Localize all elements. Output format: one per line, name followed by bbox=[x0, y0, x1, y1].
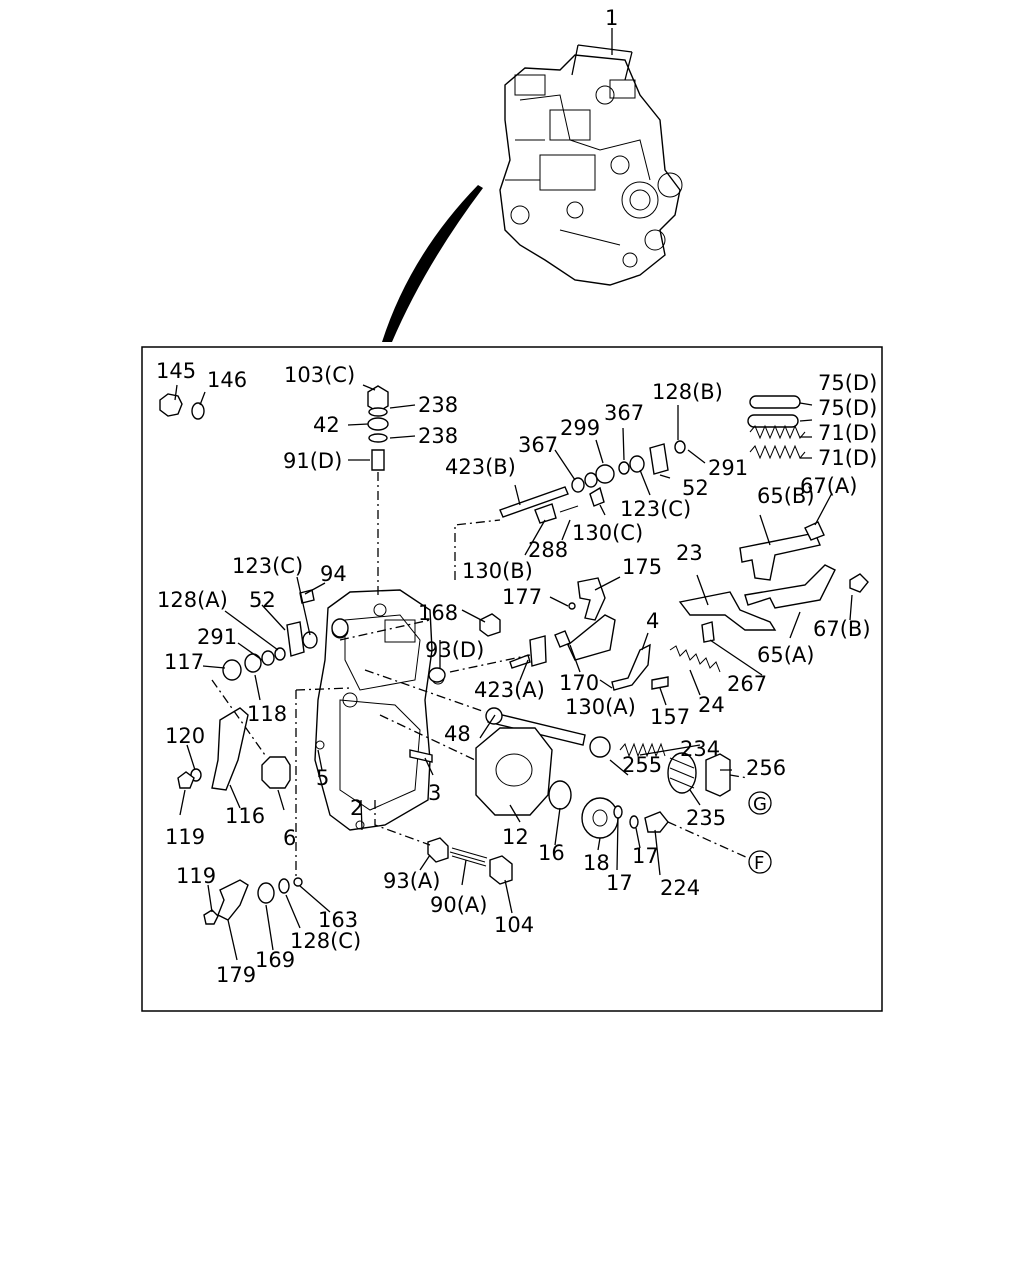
callout: 423(B) bbox=[445, 455, 516, 479]
callout: 71(D) bbox=[818, 421, 877, 445]
ref-marker-f bbox=[748, 850, 772, 874]
callout: 94 bbox=[320, 562, 347, 586]
zoom-arrow bbox=[382, 185, 483, 342]
callout: 17 bbox=[632, 844, 659, 868]
callout: 90(A) bbox=[430, 893, 487, 917]
callout: 18 bbox=[583, 851, 610, 875]
callout: 299 bbox=[560, 416, 600, 440]
callout: 75(D) bbox=[818, 371, 877, 395]
callout: 145 bbox=[156, 359, 196, 383]
callout-labels: 1 145 146 103(C) 238 42 238 91(D) 423(B)… bbox=[156, 6, 877, 987]
callout: 67(A) bbox=[800, 474, 857, 498]
callout: 4 bbox=[646, 609, 659, 633]
callout: 256 bbox=[746, 756, 786, 780]
callout: 255 bbox=[622, 753, 662, 777]
callout: 23 bbox=[676, 541, 703, 565]
callout: 119 bbox=[176, 864, 216, 888]
callout: 288 bbox=[528, 538, 568, 562]
callout: 128(B) bbox=[652, 380, 723, 404]
callout: 175 bbox=[622, 555, 662, 579]
callout: 177 bbox=[502, 585, 542, 609]
callout: 169 bbox=[255, 948, 295, 972]
callout: 52 bbox=[682, 476, 709, 500]
callout: 52 bbox=[249, 588, 276, 612]
callout: 93(D) bbox=[425, 638, 484, 662]
ref-marker-g-label: G bbox=[753, 794, 767, 815]
callout: 104 bbox=[494, 913, 534, 937]
callout: 75(D) bbox=[818, 396, 877, 420]
callout: 291 bbox=[708, 456, 748, 480]
callout: 130(C) bbox=[572, 521, 643, 545]
leader-lines bbox=[174, 384, 853, 961]
callout: 6 bbox=[283, 826, 296, 850]
callout: 423(A) bbox=[474, 678, 545, 702]
callout: 291 bbox=[197, 625, 237, 649]
callout: 224 bbox=[660, 876, 700, 900]
callout: 238 bbox=[418, 424, 458, 448]
callout: 67(B) bbox=[813, 617, 871, 641]
callout: 179 bbox=[216, 963, 256, 987]
callout: 42 bbox=[313, 413, 340, 437]
callout: 93(A) bbox=[383, 869, 440, 893]
callout: 118 bbox=[247, 702, 287, 726]
callout: 146 bbox=[207, 368, 247, 392]
reference-markers: G F bbox=[748, 791, 772, 874]
callout: 168 bbox=[418, 601, 458, 625]
callout: 16 bbox=[538, 841, 565, 865]
callout: 3 bbox=[428, 781, 441, 805]
callout: 367 bbox=[604, 401, 644, 425]
callout: 65(B) bbox=[757, 484, 815, 508]
ref-marker-g bbox=[748, 791, 772, 815]
callout: 119 bbox=[165, 825, 205, 849]
callout: 71(D) bbox=[818, 446, 877, 470]
callout: 2 bbox=[350, 796, 363, 820]
callout: 128(C) bbox=[290, 929, 361, 953]
callout: 267 bbox=[727, 672, 767, 696]
callout: 170 bbox=[559, 671, 599, 695]
callout: 116 bbox=[225, 804, 265, 828]
callout: 157 bbox=[650, 705, 690, 729]
governor-housing bbox=[314, 589, 445, 831]
callout: 235 bbox=[686, 806, 726, 830]
callout: 5 bbox=[316, 766, 329, 790]
callout: 123(C) bbox=[232, 554, 303, 578]
callout: 367 bbox=[518, 433, 558, 457]
callout: 128(A) bbox=[157, 588, 228, 612]
pump-assembly-overview bbox=[499, 54, 683, 286]
callout: 12 bbox=[502, 825, 529, 849]
callout: 130(B) bbox=[462, 559, 533, 583]
detail-frame bbox=[141, 346, 883, 1012]
callout: 24 bbox=[698, 693, 725, 717]
callout: 234 bbox=[680, 737, 720, 761]
ref-marker-f-label: F bbox=[754, 853, 764, 874]
callout: 17 bbox=[606, 871, 633, 895]
callout: 65(A) bbox=[757, 643, 814, 667]
callout: 48 bbox=[444, 722, 471, 746]
callout: 103(C) bbox=[284, 363, 355, 387]
centerlines bbox=[211, 472, 749, 880]
callout: 238 bbox=[418, 393, 458, 417]
callout: 117 bbox=[164, 650, 204, 674]
callout: 120 bbox=[165, 724, 205, 748]
callout: 163 bbox=[318, 908, 358, 932]
callout: 91(D) bbox=[283, 449, 342, 473]
callout: 123(C) bbox=[620, 497, 691, 521]
callout: 130(A) bbox=[565, 695, 636, 719]
callout: 1 bbox=[605, 6, 618, 30]
